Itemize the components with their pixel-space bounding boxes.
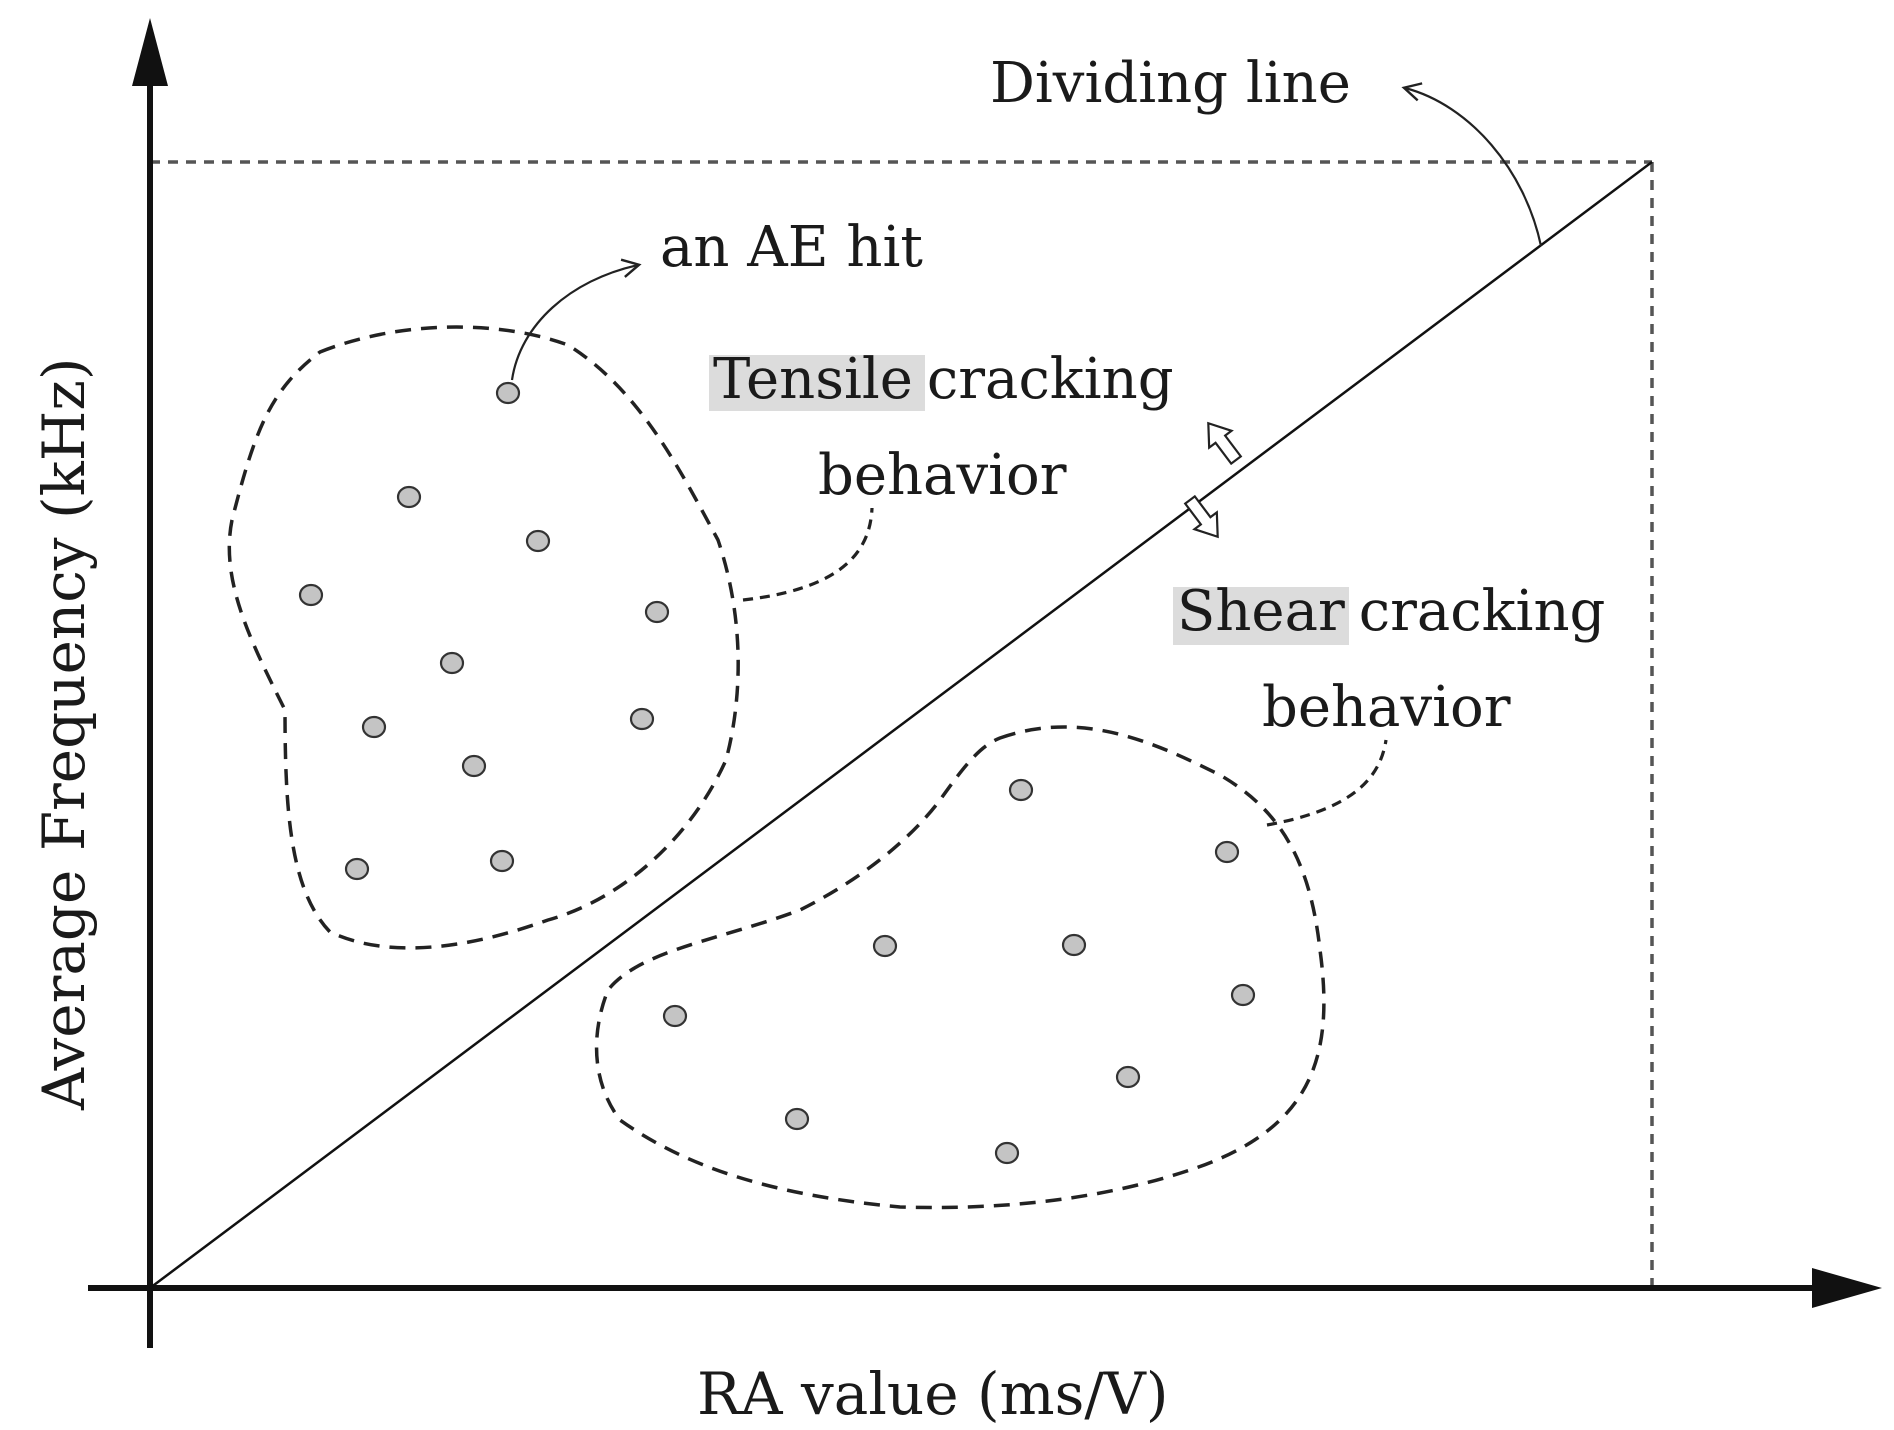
ae-hit-shear [1061,933,1087,957]
ae-hit-shear [994,1141,1020,1165]
x-axis-arrowhead [1812,1268,1882,1308]
ae-hit-shear [662,1004,688,1028]
shear-cluster-boundary [594,725,1326,1210]
tensile-label-line2: behavior [818,443,1067,508]
ae-hit-tensile [489,849,515,873]
y-axis-title: Average Frequency (kHz) [30,358,98,1112]
shear-highlight-text: Shear [1177,579,1345,644]
ae-hit-tensile [439,651,465,675]
x-axis-title: RA value (ms/V) [697,1360,1168,1428]
shear-hits [662,778,1256,1165]
ae-hit-shear [872,934,898,958]
ae-hit-tensile [525,529,551,553]
ae-hit-tensile [344,857,370,881]
tensile-hits [298,381,670,881]
ae-hit-shear [1214,840,1240,864]
ae-hit-shear [1230,983,1256,1007]
shear-direction-arrow [1183,494,1219,539]
tensile-label-leader [742,507,874,602]
tensile-highlight-box [709,355,925,411]
ae-hit-tensile [644,600,670,624]
ae-hit-shear [784,1107,810,1131]
ae-hit-tensile [629,707,655,731]
dividing-line [149,160,1653,1290]
shear-cracking-text: cracking [1359,579,1606,644]
shear-label-line2: behavior [1262,675,1511,740]
dividing-line-leader [1401,82,1543,247]
tensile-cluster-boundary [227,325,740,950]
ae-hit-leader [510,258,642,381]
tensile-cracking-text: cracking [927,347,1174,412]
ae-hit-tensile [396,485,422,509]
ae-hit-shear [1115,1065,1141,1089]
tensile-direction-arrow [1207,421,1243,466]
ae-hit-tensile [298,583,324,607]
y-axis-arrowhead [132,18,168,86]
tensile-highlight-text: Tensile [713,347,913,412]
shear-label-leader [1266,739,1388,827]
ae-hit-tensile [461,754,487,778]
dividing-line-label: Dividing line [990,51,1351,116]
ae-hit-tensile [361,715,387,739]
ae-hit-shear [1008,778,1034,802]
ae-hit-tensile [495,381,521,405]
shear-highlight-box [1173,587,1349,645]
ae-hit-label: an AE hit [660,215,923,280]
